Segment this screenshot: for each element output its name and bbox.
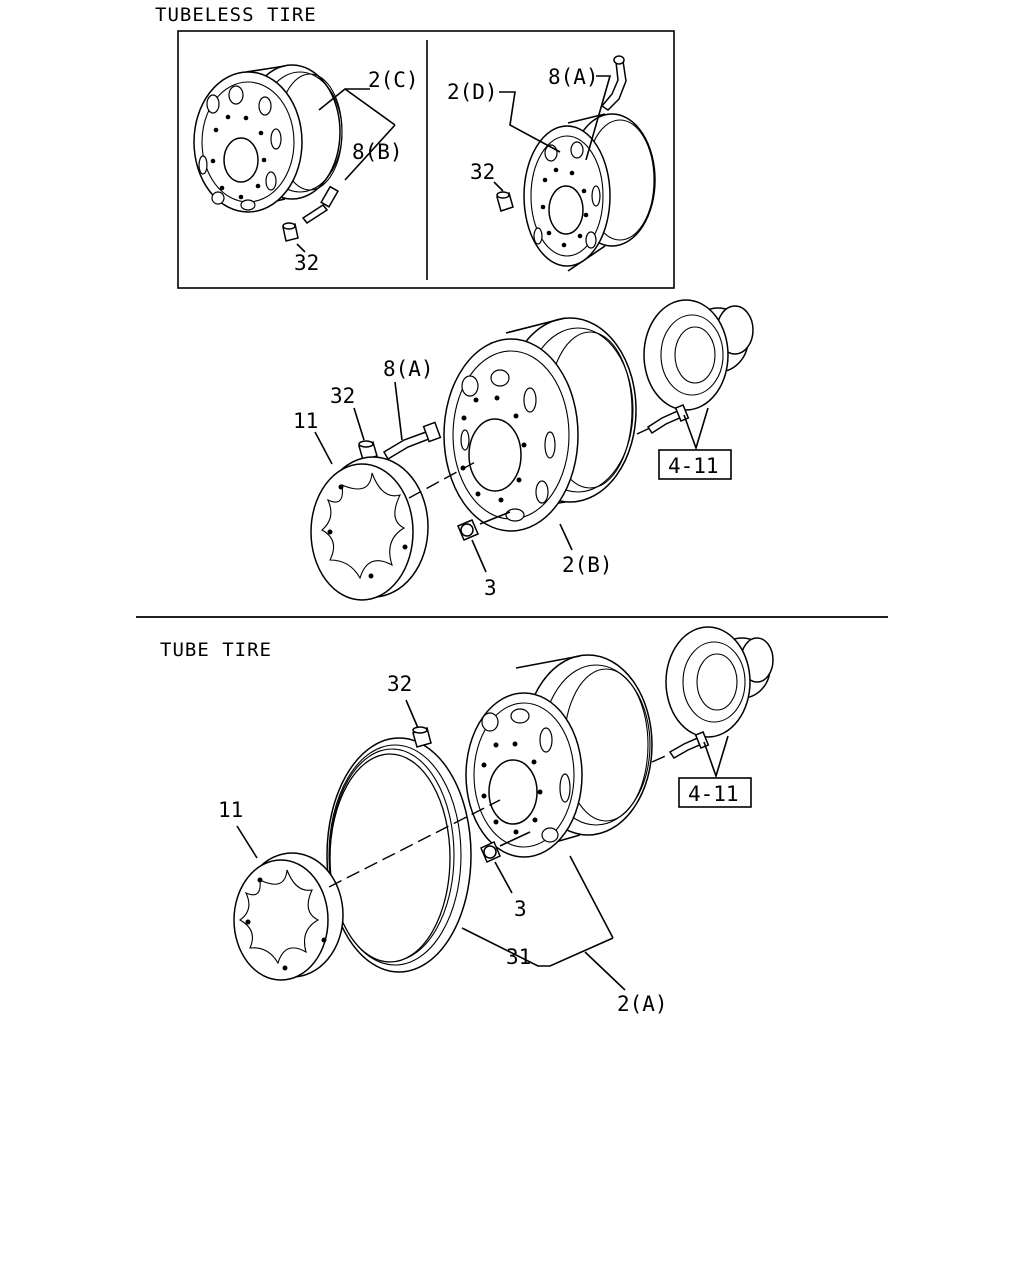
callout-inset-right-cap: 32 xyxy=(470,160,495,184)
tube-hub xyxy=(665,626,774,738)
leader-tubeless-rim xyxy=(559,523,573,551)
hub-ref-box-tubeless xyxy=(658,449,732,480)
assembly-axis-tubeless-hub xyxy=(636,427,651,435)
leader-tubeless-nut xyxy=(471,539,487,573)
tubeless-hub xyxy=(643,299,754,411)
tubeless-hub-bolt xyxy=(646,404,690,435)
assembly-axis-tubeless xyxy=(408,459,480,499)
inset-right-valve xyxy=(600,55,627,111)
callout-tube-cap: 32 xyxy=(387,672,412,696)
leader-tubeless-cover xyxy=(314,431,333,465)
leader-inset-left-rim xyxy=(318,87,396,126)
leader-inset-left-cap xyxy=(296,243,306,253)
section-title-tubeless: TUBELESS TIRE xyxy=(155,4,317,26)
leader-tube-nut-axis xyxy=(499,831,531,847)
callout-inset-right-valve: 8(A) xyxy=(548,65,599,89)
leader-inset-right-cap xyxy=(493,181,504,192)
callout-tube-flap: 31 xyxy=(506,945,531,969)
tubeless-valve-cap xyxy=(358,440,378,461)
tubeless-wheel-cover xyxy=(310,456,429,601)
tube-wheel-nut xyxy=(480,840,501,864)
tube-wheel-cover xyxy=(233,852,344,981)
section-title-tube: TUBE TIRE xyxy=(160,639,272,661)
leader-tubeless-valve xyxy=(394,381,403,441)
leader-tubeless-hub-ref xyxy=(683,407,709,451)
callout-tube-hub-ref: 4-11 xyxy=(688,782,739,806)
callout-inset-left-cap: 32 xyxy=(294,251,319,275)
callout-tube-rim: 2(A) xyxy=(617,992,668,1016)
inset-left-valve xyxy=(301,185,339,224)
callout-tube-nut: 3 xyxy=(514,897,527,921)
inset-left-wheel-rim xyxy=(193,64,343,213)
tubeless-valve xyxy=(382,421,442,461)
hub-ref-box-tube xyxy=(678,777,752,808)
callout-tubeless-nut: 3 xyxy=(484,576,497,600)
leader-tube-hub-ref xyxy=(703,735,729,779)
inset-right-wheel-rim xyxy=(523,113,656,272)
leader-tube-cap xyxy=(405,699,419,729)
callout-tubeless-cover: 11 xyxy=(293,409,318,433)
leader-inset-right-valve xyxy=(585,75,612,161)
leader-tubeless-nut-axis xyxy=(479,511,511,525)
callout-tubeless-rim: 2(B) xyxy=(562,553,613,577)
tubeless-wheel-rim xyxy=(443,317,637,532)
callout-tubeless-valve: 8(A) xyxy=(383,357,434,381)
assembly-axis-tube-hub xyxy=(651,753,671,763)
leader-inset-right-rim xyxy=(499,91,561,153)
leader-tubeless-cap xyxy=(353,407,365,441)
callout-tube-cover: 11 xyxy=(218,798,243,822)
tube-valve-cap xyxy=(412,726,432,748)
tubeless-wheel-nut xyxy=(457,519,479,541)
inset-frame xyxy=(177,30,675,289)
leader-tube-cover xyxy=(236,825,258,859)
leader-inset-left-valve xyxy=(344,124,396,181)
callout-inset-left-valve: 8(B) xyxy=(352,140,403,164)
inset-left-valve-cap xyxy=(282,222,299,242)
callout-inset-left-rim: 2(C) xyxy=(368,68,419,92)
leader-tube-nut xyxy=(494,861,513,894)
callout-tubeless-hub-ref: 4-11 xyxy=(668,454,719,478)
leader-tube-rim xyxy=(584,951,626,991)
callout-tubeless-cap: 32 xyxy=(330,384,355,408)
callout-inset-right-rim: 2(D) xyxy=(447,80,498,104)
leader-tube-flap-rim xyxy=(461,855,614,967)
assembly-axis-tube xyxy=(328,799,501,888)
tube-wheel-rim xyxy=(465,654,653,858)
inset-right-valve-cap xyxy=(496,191,514,212)
tube-flap-ring xyxy=(326,737,472,973)
tube-hub-bolt xyxy=(668,731,710,759)
